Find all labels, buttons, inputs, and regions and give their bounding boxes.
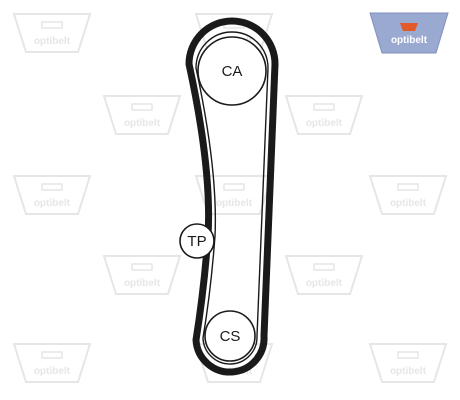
svg-text:optibelt: optibelt [390, 198, 427, 209]
watermark-logo: optibelt [102, 255, 182, 295]
watermark-logo: optibelt [12, 175, 92, 215]
tensioner-pulley: TP [179, 223, 215, 259]
svg-text:optibelt: optibelt [34, 198, 71, 209]
watermark-logo: optibelt [194, 175, 274, 215]
svg-text:optibelt: optibelt [390, 366, 427, 377]
svg-text:optibelt: optibelt [216, 198, 253, 209]
svg-text:optibelt: optibelt [124, 118, 161, 129]
svg-text:optibelt: optibelt [391, 35, 428, 46]
watermark-logo: optibelt [284, 95, 364, 135]
timing-belt [185, 17, 279, 376]
svg-text:optibelt: optibelt [124, 278, 161, 289]
watermark-logo: optibelt [368, 343, 448, 383]
brand-mark-icon [400, 23, 418, 31]
svg-text:optibelt: optibelt [34, 36, 71, 47]
timing-belt-inner-edge [195, 31, 269, 365]
svg-text:optibelt: optibelt [306, 118, 343, 129]
tensioner-pulley-label: TP [187, 233, 206, 250]
camshaft-pulley-label: CA [222, 63, 243, 80]
svg-text:optibelt: optibelt [306, 278, 343, 289]
crankshaft-pulley-label: CS [220, 328, 241, 345]
brand-logo: optibelt [369, 12, 449, 54]
watermark-logo: optibelt [12, 13, 92, 53]
svg-text:optibelt: optibelt [34, 366, 71, 377]
watermark-logo: optibelt [368, 175, 448, 215]
watermark-logo: optibelt [102, 95, 182, 135]
camshaft-pulley: CA [197, 36, 267, 106]
watermark-logo: optibelt [284, 255, 364, 295]
watermark-logo: optibelt [12, 343, 92, 383]
crankshaft-pulley: CS [204, 310, 256, 362]
belt-layout [185, 17, 279, 376]
